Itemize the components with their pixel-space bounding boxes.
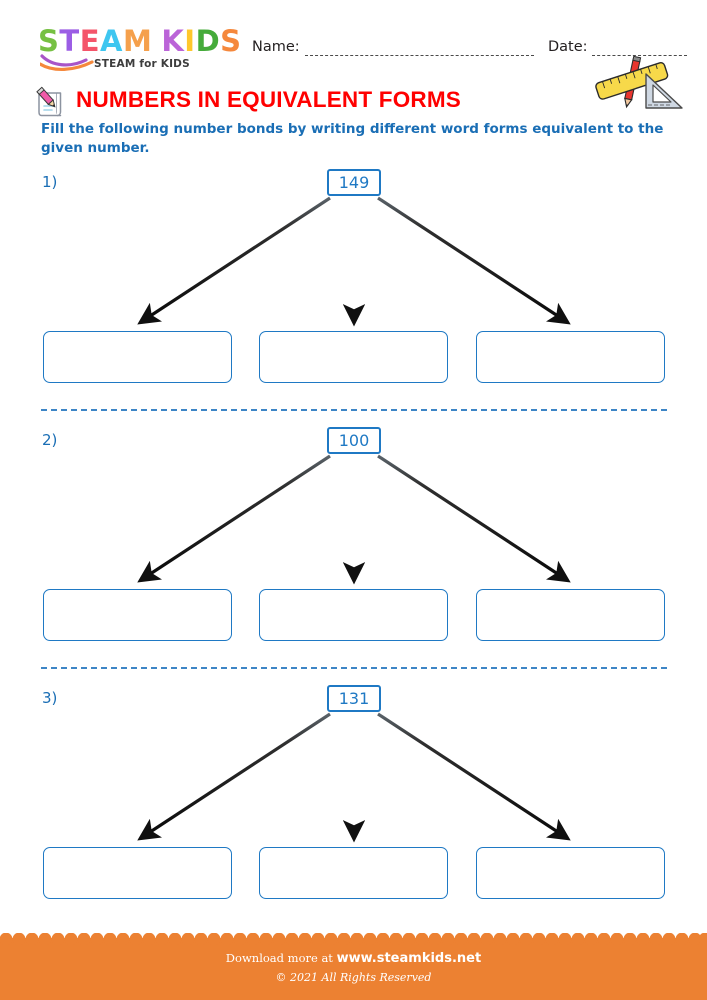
- footer-scallop-edge: [0, 933, 707, 945]
- logo-letter-i: I: [184, 24, 196, 58]
- footer-copyright: © 2021 All Rights Reserved: [275, 971, 432, 984]
- page-title: NUMBERS IN EQUIVALENT FORMS: [76, 87, 461, 112]
- logo-letter-e: E: [79, 24, 100, 58]
- logo-letter-d: D: [195, 24, 221, 58]
- date-label: Date:: [548, 39, 588, 55]
- logo-letter-a: A: [100, 24, 123, 58]
- problem-2-number: 2): [42, 431, 58, 449]
- problem-3-number: 3): [42, 689, 58, 707]
- footer-website-link[interactable]: www.steamkids.net: [336, 951, 482, 966]
- footer-download-prefix: Download more at: [225, 951, 337, 965]
- logo-tagline: STEAM for KIDS: [94, 58, 190, 70]
- notepad-pencil-icon: [36, 86, 62, 117]
- problem-3: 3) 131: [0, 681, 707, 911]
- instructions-text: Fill the following number bonds by writi…: [41, 121, 664, 156]
- section-divider-2: [41, 667, 667, 669]
- problem-1: 1) 149: [0, 165, 707, 395]
- page-footer: Download more at www.steamkids.net © 202…: [0, 933, 707, 1000]
- logo-letter-s1: S: [38, 24, 60, 58]
- page-header: STEAM KIDS STEAM for KIDS Name: Date:: [0, 0, 707, 109]
- steam-kids-logo: STEAM KIDS STEAM for KIDS: [38, 26, 241, 74]
- problem-1-answer-2[interactable]: [259, 331, 448, 383]
- problem-1-answer-3[interactable]: [476, 331, 665, 383]
- problem-3-answer-1[interactable]: [43, 847, 232, 899]
- problem-2: 2) 100: [0, 423, 707, 653]
- logo-wordmark: STEAM KIDS: [38, 26, 242, 56]
- problem-1-number: 1): [42, 173, 58, 191]
- section-divider-1: [41, 409, 667, 411]
- name-input-line[interactable]: [305, 55, 534, 56]
- problem-3-answer-3[interactable]: [476, 847, 665, 899]
- logo-letter-k: K: [161, 24, 185, 58]
- problem-3-answer-2[interactable]: [259, 847, 448, 899]
- logo-space: [152, 26, 161, 56]
- date-input-line[interactable]: [592, 55, 687, 56]
- footer-download-line: Download more at www.steamkids.net: [0, 951, 707, 966]
- name-label: Name:: [252, 39, 300, 55]
- logo-letter-t: T: [59, 24, 80, 58]
- problem-2-answer-1[interactable]: [43, 589, 232, 641]
- problem-1-answer-1[interactable]: [43, 331, 232, 383]
- logo-swoosh-icon: [40, 54, 94, 71]
- problem-1-given-number: 149: [327, 169, 381, 196]
- problem-2-given-number: 100: [327, 427, 381, 454]
- problem-2-answer-2[interactable]: [259, 589, 448, 641]
- ruler-pencil-triangle-icon: [595, 56, 683, 109]
- problem-2-answer-3[interactable]: [476, 589, 665, 641]
- logo-letter-m: M: [122, 24, 153, 58]
- logo-letter-s2: S: [220, 24, 242, 58]
- problem-3-given-number: 131: [327, 685, 381, 712]
